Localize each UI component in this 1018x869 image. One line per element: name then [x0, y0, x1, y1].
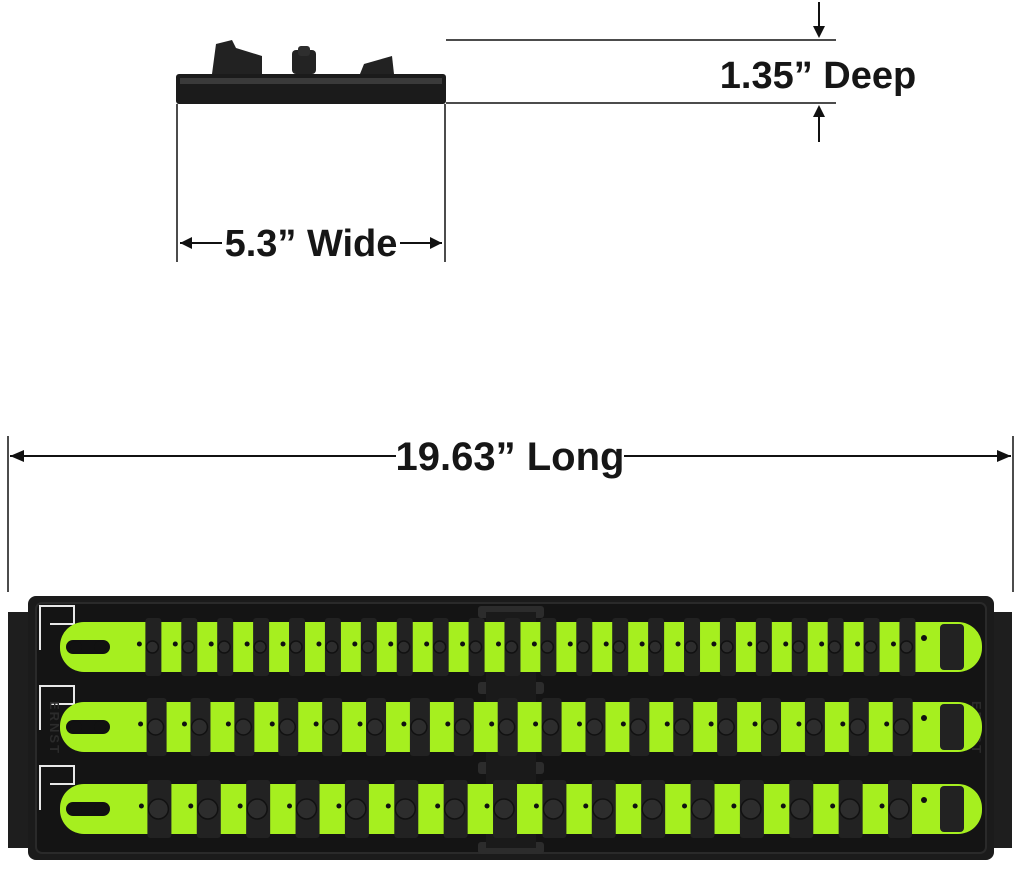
socket-clip [269, 698, 299, 756]
socket-clip [484, 780, 518, 838]
width-label: 5.3” Wide [225, 223, 398, 265]
socket-rails [60, 618, 982, 838]
socket-clip [172, 618, 198, 676]
socket-clip [583, 780, 616, 838]
socket-clip [316, 618, 341, 676]
rail-1 [60, 618, 982, 676]
brand-mark-left: ERNST [47, 701, 62, 755]
rail-body [60, 622, 982, 672]
rail-end-hole [94, 641, 106, 653]
socket-clip [533, 698, 562, 756]
socket-clip [780, 780, 814, 838]
rail-end-cap [940, 704, 964, 750]
socket-clip [708, 698, 738, 756]
socket-clip [783, 618, 808, 676]
socket-clip [188, 780, 221, 838]
socket-clip [747, 618, 772, 676]
rail-end-pin [921, 635, 927, 641]
socket-clip [313, 698, 343, 756]
socket-clip [181, 698, 211, 756]
socket-clip [280, 618, 306, 676]
socket-clip [244, 618, 270, 676]
socket-clip [884, 698, 913, 756]
socket-clip [796, 698, 825, 756]
socket-clip [890, 618, 916, 676]
depth-label: 1.35” Deep [720, 55, 916, 97]
hang-tabs [39, 605, 75, 810]
socket-clip [136, 618, 162, 676]
socket-clip [424, 618, 449, 676]
socket-clip [138, 698, 167, 756]
rail-end-hole [70, 641, 82, 653]
socket-clip [879, 780, 913, 838]
socket-clip [632, 780, 666, 838]
hang-tab-2 [39, 685, 75, 730]
socket-clip [287, 780, 320, 838]
width-dimension: 5.3” Wide [176, 104, 446, 265]
socket-clip [531, 618, 557, 676]
socket-clip [352, 618, 377, 676]
socket-clip [357, 698, 387, 756]
socket-clip [620, 698, 650, 756]
socket-clip [567, 618, 593, 676]
socket-clip [840, 698, 869, 756]
socket-clip [711, 618, 736, 676]
socket-clip [731, 780, 764, 838]
socket-clip [495, 618, 521, 676]
socket-clip [489, 698, 518, 756]
socket-clip [855, 618, 880, 676]
rail-end-hole [94, 803, 106, 815]
tray-top-view: ERNST ERNST [8, 596, 1012, 860]
rail-end-hole [94, 721, 106, 733]
socket-clip [225, 698, 255, 756]
rail-end-hole [70, 721, 82, 733]
socket-clip [401, 698, 430, 756]
rail-end-cap [940, 786, 964, 832]
socket-clip [460, 618, 485, 676]
rail-2 [60, 698, 982, 756]
socket-clip [385, 780, 419, 838]
socket-clip [533, 780, 567, 838]
socket-clip [639, 618, 665, 676]
length-label: 19.63” Long [396, 435, 625, 479]
socket-clip [819, 618, 844, 676]
socket-clip [664, 698, 694, 756]
socket-clip [208, 618, 234, 676]
socket-clip [435, 780, 468, 838]
hang-tab-3 [39, 765, 75, 810]
socket-clip [388, 618, 413, 676]
length-dimension: 19.63” Long [7, 435, 1014, 592]
socket-clip [336, 780, 369, 838]
socket-clip [237, 780, 271, 838]
rail-end-pin [921, 715, 927, 721]
rail-3 [60, 780, 982, 838]
socket-clip [445, 698, 474, 756]
socket-clip [830, 780, 863, 838]
depth-dimension: 1.35” Deep [446, 2, 916, 142]
socket-clip [138, 780, 172, 838]
socket-clip [675, 618, 701, 676]
rail-end-cap [940, 624, 964, 670]
socket-clip [752, 698, 782, 756]
rail-end-hole [70, 803, 82, 815]
socket-clip [603, 618, 629, 676]
socket-clip [682, 780, 715, 838]
tray-side-profile [176, 40, 446, 104]
rail-end-pin [921, 797, 927, 803]
socket-clip [576, 698, 606, 756]
hang-tab-1 [39, 605, 75, 650]
